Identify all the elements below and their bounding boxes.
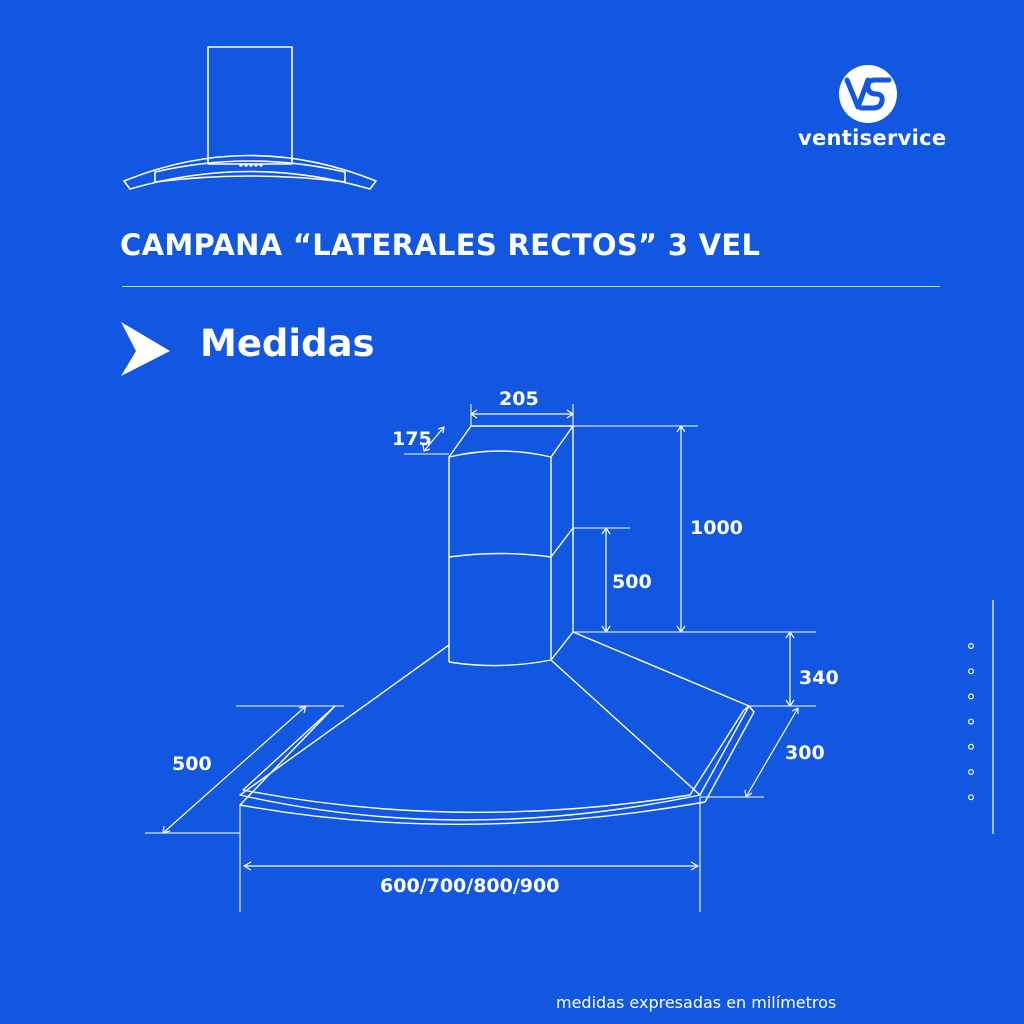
thumbnail-hood-body (154, 160, 346, 183)
indicator-dot (967, 642, 974, 649)
indicator-dot (967, 693, 974, 700)
dimension-lines (162, 409, 799, 871)
dim-label-hood-depth-left: 500 (172, 753, 212, 775)
section-title: Medidas (200, 322, 375, 365)
chimney-upper (448, 425, 574, 458)
units-note: medidas expresadas en milímetros (556, 993, 837, 1012)
brand-logo-mark (839, 65, 897, 123)
dim-label-total-height: 1000 (690, 517, 743, 539)
title-divider (122, 286, 940, 287)
indicator-dot (967, 668, 974, 675)
brand-name: ventiservice (798, 126, 947, 150)
extension-lines (145, 404, 816, 912)
dim-label-chimney-width: 205 (499, 388, 539, 410)
dim-line-300 (745, 707, 799, 798)
dim-line-500-depth (162, 705, 307, 834)
hood-glass-rim (239, 705, 755, 825)
thumbnail-control-buttons (239, 163, 263, 167)
dim-label-chimney-depth: 175 (392, 428, 432, 450)
arrow-right-icon (121, 322, 170, 376)
product-thumbnail (123, 46, 377, 190)
chimney-joint (448, 527, 574, 558)
dim-label-hood-depth-right: 300 (785, 742, 825, 764)
indicator-dots (967, 642, 974, 801)
thumbnail-chimney (207, 46, 293, 165)
indicator-dot (967, 794, 974, 801)
dim-label-hood-width: 600/700/800/900 (380, 875, 560, 897)
dim-line-175 (423, 426, 445, 452)
side-panel (967, 600, 994, 834)
dim-label-hood-height: 340 (799, 667, 839, 689)
indicator-dot (967, 768, 974, 775)
page-title: CAMPANA “LATERALES RECTOS” 3 VEL (120, 228, 761, 262)
indicator-dot (967, 743, 974, 750)
dim-label-chimney-section-height: 500 (612, 571, 652, 593)
hood-body (239, 644, 701, 821)
hood-technical-drawing (145, 404, 816, 912)
thumbnail-hood-glass (123, 154, 377, 190)
indicator-dot (967, 718, 974, 725)
